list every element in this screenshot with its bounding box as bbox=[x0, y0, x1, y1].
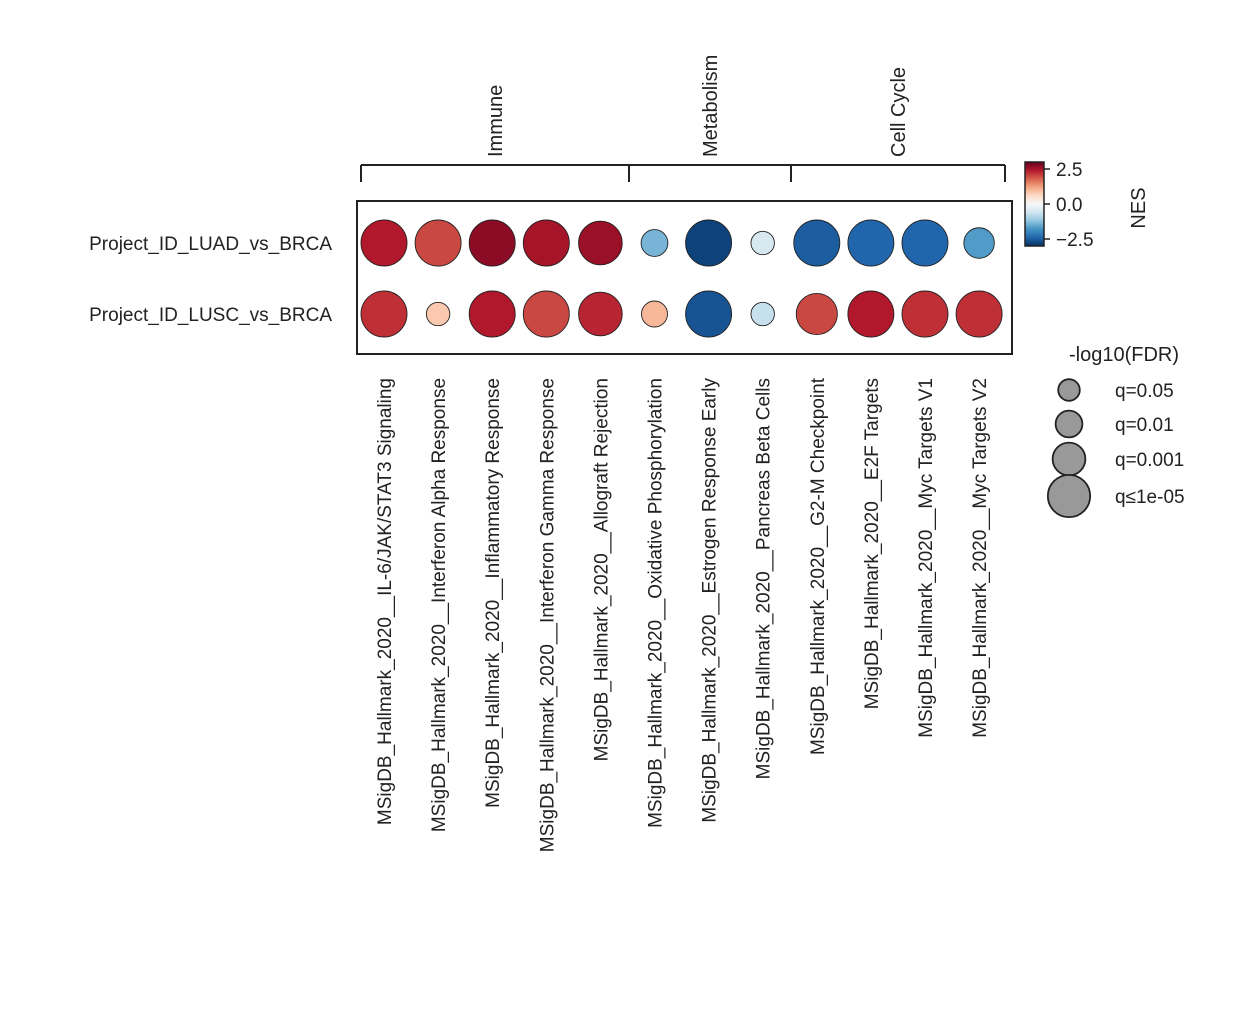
nes-colorbar: 2.5 0.0 −2.5 NES bbox=[1024, 160, 1150, 251]
size-legend: -log10(FDR) q=0.05 q=0.01 q=0.001 q≤1e-05 bbox=[1046, 344, 1185, 519]
dot-marker bbox=[468, 290, 516, 338]
size-legend-marker bbox=[1051, 441, 1087, 477]
dot-marker bbox=[847, 219, 895, 267]
group-brackets: Immune Metabolism Cell Cycle bbox=[360, 55, 1006, 182]
dot-marker bbox=[685, 290, 733, 338]
group-label: Immune bbox=[485, 85, 507, 157]
dot-marker bbox=[522, 290, 570, 338]
column-label: MSigDB_Hallmark_2020__Estrogen Response … bbox=[700, 378, 721, 823]
column-labels: MSigDB_Hallmark_2020__IL-6/JAK/STAT3 Sig… bbox=[375, 377, 991, 852]
colorbar-label: NES bbox=[1128, 187, 1150, 228]
dot-marker bbox=[955, 290, 1003, 338]
column-label: MSigDB_Hallmark_2020__Oxidative Phosphor… bbox=[646, 378, 667, 828]
dot-marker bbox=[360, 219, 408, 267]
dot-marker bbox=[963, 227, 995, 259]
size-legend-marker bbox=[1057, 378, 1081, 402]
dot-marker bbox=[578, 220, 623, 266]
plot-frame bbox=[356, 200, 1013, 355]
size-legend-label: q≤1e-05 bbox=[1115, 487, 1185, 508]
dot-marker bbox=[522, 219, 570, 267]
column-label: MSigDB_Hallmark_2020__Inflammatory Respo… bbox=[483, 378, 504, 808]
column-label: MSigDB_Hallmark_2020__Allograft Rejectio… bbox=[591, 378, 612, 761]
group-label: Cell Cycle bbox=[888, 67, 910, 157]
dot-marker bbox=[414, 219, 462, 267]
dot-marker bbox=[685, 219, 733, 267]
row-label: Project_ID_LUSC_vs_BRCA bbox=[89, 305, 332, 326]
dot-marker bbox=[640, 229, 669, 257]
dot-marker bbox=[425, 301, 451, 327]
size-legend-marker bbox=[1054, 409, 1084, 439]
dot-marker bbox=[795, 292, 838, 336]
group-label: Metabolism bbox=[700, 55, 722, 157]
column-label: MSigDB_Hallmark_2020__Myc Targets V2 bbox=[970, 378, 991, 738]
dot-marker bbox=[901, 290, 949, 338]
dot-marker bbox=[578, 291, 623, 337]
column-label: MSigDB_Hallmark_2020__Interferon Alpha R… bbox=[429, 378, 450, 832]
row-label: Project_ID_LUAD_vs_BRCA bbox=[89, 234, 332, 255]
column-label: MSigDB_Hallmark_2020__Pancreas Beta Cell… bbox=[754, 378, 775, 779]
dot-marker bbox=[901, 219, 949, 267]
row-labels: Project_ID_LUAD_vs_BRCA Project_ID_LUSC_v… bbox=[89, 234, 332, 326]
dot-marker bbox=[847, 290, 895, 338]
dot-marker bbox=[360, 290, 408, 338]
colorbar-bar bbox=[1024, 161, 1045, 247]
dot-marker bbox=[750, 230, 775, 256]
size-legend-marker bbox=[1046, 473, 1092, 519]
size-legend-title: -log10(FDR) bbox=[1069, 344, 1179, 366]
column-label: MSigDB_Hallmark_2020__G2-M Checkpoint bbox=[808, 377, 829, 755]
colorbar-tick-label: 0.0 bbox=[1056, 195, 1082, 216]
plot-area bbox=[356, 200, 1013, 355]
size-legend-label: q=0.001 bbox=[1115, 450, 1184, 471]
column-label: MSigDB_Hallmark_2020__Interferon Gamma R… bbox=[537, 378, 558, 852]
colorbar-tick-label: 2.5 bbox=[1056, 160, 1082, 181]
size-legend-label: q=0.05 bbox=[1115, 381, 1174, 402]
dot-marker bbox=[468, 219, 516, 267]
column-label: MSigDB_Hallmark_2020__IL-6/JAK/STAT3 Sig… bbox=[375, 378, 396, 825]
dot-marker bbox=[793, 219, 841, 267]
column-label: MSigDB_Hallmark_2020__Myc Targets V1 bbox=[916, 378, 937, 738]
colorbar-tick-label: −2.5 bbox=[1056, 230, 1094, 251]
dot-marker bbox=[641, 300, 668, 328]
size-legend-label: q=0.01 bbox=[1115, 415, 1174, 436]
column-label: MSigDB_Hallmark_2020__E2F Targets bbox=[862, 378, 883, 709]
dot-marker bbox=[750, 301, 775, 327]
